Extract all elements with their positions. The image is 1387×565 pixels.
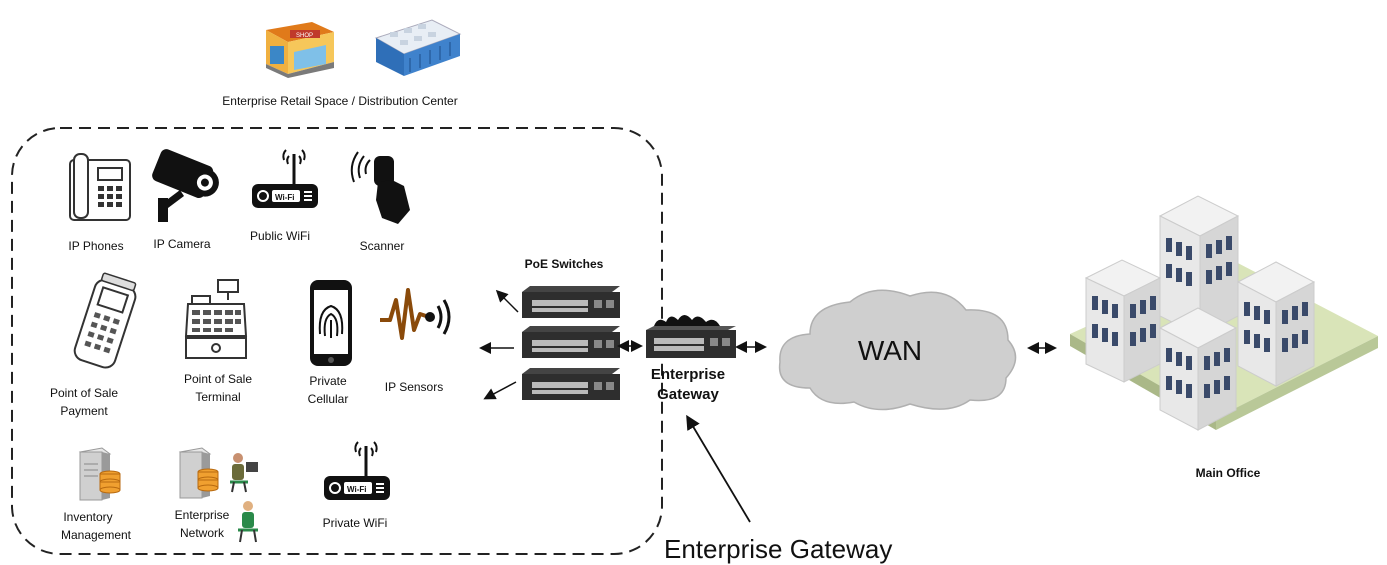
pos-terminal-label-line1: Point of Sale xyxy=(183,372,253,386)
arrow-up-left xyxy=(495,289,519,313)
enterprise-network-label-line1: Enterprise xyxy=(174,508,230,522)
office-building-right xyxy=(1236,261,1316,387)
poe-switches-label: PoE Switches xyxy=(524,257,604,271)
poe-switch-2 xyxy=(522,326,620,358)
retail-shop-icon: SHOP xyxy=(266,22,334,78)
private-wifi-router-icon: Wi-Fi xyxy=(324,441,390,500)
poe-switch-1 xyxy=(522,286,620,318)
private-cellular-label-line2: Cellular xyxy=(307,392,349,406)
ip-phones-label: IP Phones xyxy=(68,239,124,253)
office-building-front xyxy=(1158,307,1238,431)
site-caption: Enterprise Retail Space / Distribution C… xyxy=(222,94,458,108)
private-cellular-label-line1: Private xyxy=(309,374,347,388)
office-building-left xyxy=(1084,259,1162,383)
enterprise-network-server-icon xyxy=(178,447,219,499)
user-workstation-icon xyxy=(230,453,258,543)
callout-arrow xyxy=(686,414,751,523)
wan-label: WAN xyxy=(857,335,923,366)
main-office-buildings-icon xyxy=(1070,195,1378,431)
arrow-down-left xyxy=(483,381,517,400)
gateway-label-line1: Enterprise xyxy=(650,366,726,383)
enterprise-network-label-line2: Network xyxy=(179,526,224,540)
ip-camera-label: IP Camera xyxy=(153,237,211,251)
pos-payment-icon xyxy=(73,272,137,369)
private-cellular-phone-icon xyxy=(310,280,352,366)
ip-phone-icon xyxy=(69,153,131,221)
ip-sensors-icon xyxy=(380,288,451,340)
enterprise-gateway-firewall-icon xyxy=(646,315,736,358)
pos-terminal-icon xyxy=(184,279,248,359)
svg-text:SHOP: SHOP xyxy=(296,33,313,39)
gateway-callout-label: Enterprise Gateway xyxy=(664,534,893,564)
ip-camera-icon xyxy=(152,149,219,222)
wifi-badge: Wi-Fi xyxy=(347,485,366,494)
ip-sensors-label: IP Sensors xyxy=(384,380,444,394)
inventory-label-line1: Inventory xyxy=(63,510,113,524)
pos-terminal-label-line2: Terminal xyxy=(195,390,241,404)
distribution-center-icon xyxy=(374,19,462,76)
private-wifi-label: Private WiFi xyxy=(322,516,388,530)
main-office-label: Main Office xyxy=(1195,466,1261,480)
wan-cloud-icon xyxy=(778,289,1017,411)
scanner-label: Scanner xyxy=(359,239,405,253)
public-wifi-router-icon: Wi-Fi xyxy=(252,149,318,208)
inventory-server-icon xyxy=(78,447,121,501)
public-wifi-label: Public WiFi xyxy=(249,229,310,243)
pos-payment-label-line2: Payment xyxy=(60,404,108,418)
gateway-label-line2: Gateway xyxy=(657,386,719,403)
pos-payment-label-line1: Point of Sale xyxy=(49,386,119,400)
wifi-badge: Wi-Fi xyxy=(275,193,294,202)
poe-switch-stack xyxy=(522,286,620,400)
poe-switch-3 xyxy=(522,368,620,400)
scanner-icon xyxy=(350,151,410,224)
inventory-label-line2: Management xyxy=(60,528,132,542)
